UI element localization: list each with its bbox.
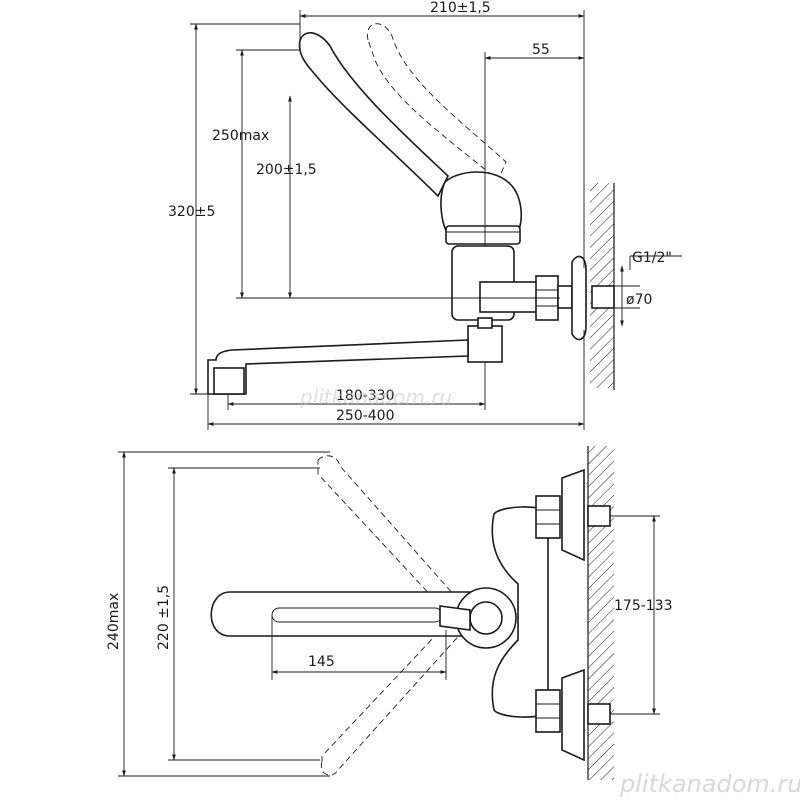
dim-spout-offset: 55	[532, 42, 550, 58]
spout-base-top	[477, 317, 493, 329]
lever-handle-dashed	[367, 23, 507, 181]
dim-lever-length: 145	[308, 654, 335, 670]
body-arm	[479, 281, 539, 313]
dim-total-height-max: 240max	[106, 593, 122, 650]
dim-total-height: 320±5	[168, 204, 215, 220]
dim-lever-height-max: 250max	[212, 128, 269, 144]
top-flange-lower	[561, 668, 585, 762]
spout-outlet	[213, 367, 245, 395]
side-view: 210±1,5 55 250max 200±1,5 320±5 G1/2" ø7…	[168, 0, 682, 430]
top-lever-root	[439, 605, 471, 631]
wall-flange	[571, 255, 587, 341]
dim-lever-height: 200±1,5	[256, 162, 317, 178]
top-inlet-upper	[587, 505, 611, 527]
cartridge-cap	[440, 171, 523, 241]
wall-hatch-top	[588, 446, 614, 780]
dim-flange-dia: ø70	[626, 292, 652, 308]
inlet-thread	[591, 285, 615, 309]
dim-inlet-spacing: 175-133	[614, 598, 673, 614]
top-lever-lower	[320, 619, 465, 776]
top-nut-upper	[535, 495, 561, 539]
spout-base	[467, 325, 503, 363]
dim-spout-reach: 180-330	[336, 388, 395, 404]
watermark-center: plitkanadom.ru	[299, 385, 452, 409]
dim-thread: G1/2"	[632, 250, 672, 266]
top-flange-upper	[561, 468, 585, 562]
dim-total-reach: 250-400	[336, 408, 395, 424]
watermark-corner: plitkanadom.ru	[619, 770, 800, 798]
dim-total-width: 210±1,5	[430, 0, 491, 16]
dim-height: 220 ±1,5	[156, 585, 172, 650]
spout	[207, 339, 469, 395]
top-nut-lower	[535, 689, 561, 733]
eccentric	[557, 285, 573, 309]
top-view: 240max 220 ±1,5 145 175-133	[106, 446, 673, 780]
cartridge-ring	[445, 225, 521, 245]
top-inlet-lower	[587, 703, 611, 725]
top-hub-inner	[469, 601, 503, 635]
lever-handle	[298, 32, 449, 198]
top-spout	[210, 591, 471, 637]
top-lever-upper	[317, 455, 463, 615]
